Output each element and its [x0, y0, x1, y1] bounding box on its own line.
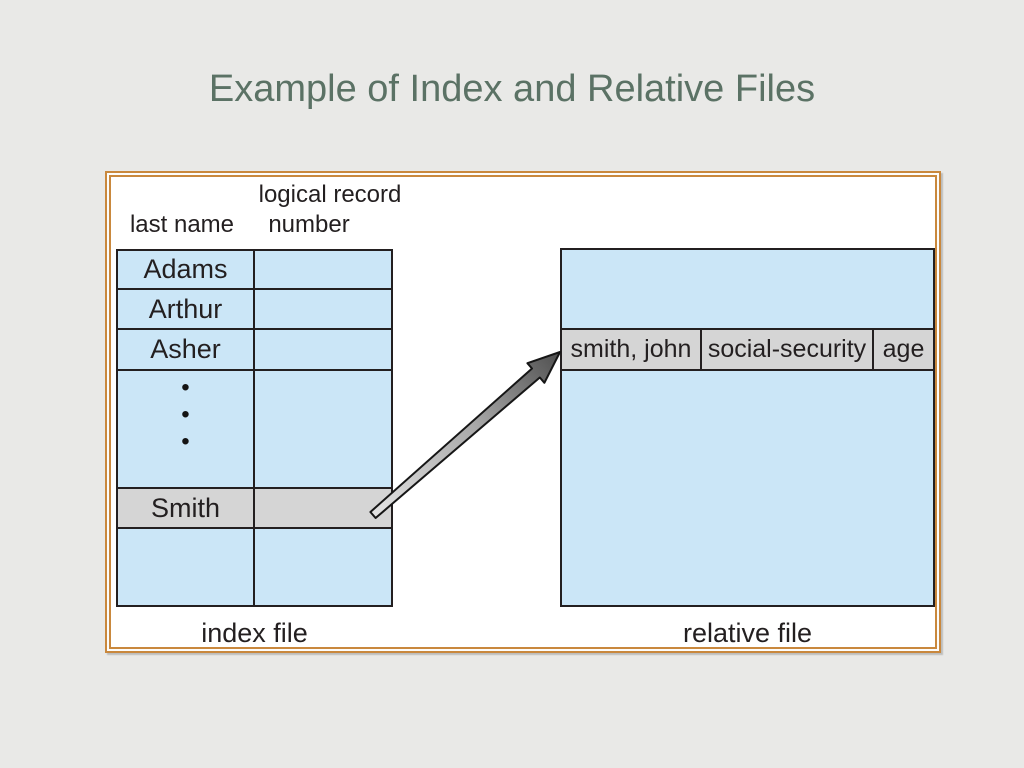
table-row: Asher — [118, 330, 391, 371]
relative-record-row: smith, john social-security age — [562, 328, 933, 371]
record-number-cell — [255, 371, 391, 487]
record-age-cell: age — [882, 335, 925, 363]
table-row-ellipsis: • • • — [118, 371, 391, 489]
header-number: number — [268, 211, 350, 238]
ellipsis-cell: • • • — [118, 371, 255, 487]
last-name-cell: Asher — [118, 330, 255, 369]
header-logical-record: logical record — [258, 181, 402, 208]
record-name-cell: smith, john — [562, 330, 702, 369]
relative-file-table: smith, john social-security age — [560, 248, 935, 607]
index-file-caption: index file — [201, 618, 308, 648]
last-name-cell-smith: Smith — [118, 489, 255, 527]
record-number-cell-smith — [255, 489, 391, 527]
table-row-smith-highlighted: Smith — [118, 489, 391, 529]
record-number-cell — [255, 330, 391, 369]
page-title: Example of Index and Relative Files — [208, 68, 816, 110]
header-last-name: last name — [129, 211, 235, 238]
record-ssn-cell: social-security — [702, 330, 874, 369]
last-name-cell — [118, 529, 255, 605]
record-number-cell — [255, 529, 391, 605]
record-number-cell — [255, 251, 391, 288]
table-row: Adams — [118, 251, 391, 290]
ellipsis-dot: • — [181, 401, 190, 428]
last-name-cell: Arthur — [118, 290, 255, 328]
index-file-table: Adams Arthur Asher • • • Smith — [116, 249, 393, 607]
last-name-cell: Adams — [118, 251, 255, 288]
ellipsis-dot: • — [181, 374, 190, 401]
vertical-ellipsis: • • • — [181, 364, 189, 494]
table-row-empty — [118, 529, 391, 605]
relative-file-caption: relative file — [682, 618, 813, 648]
record-number-cell — [255, 290, 391, 328]
ellipsis-dot: • — [181, 428, 190, 455]
table-row: Arthur — [118, 290, 391, 330]
